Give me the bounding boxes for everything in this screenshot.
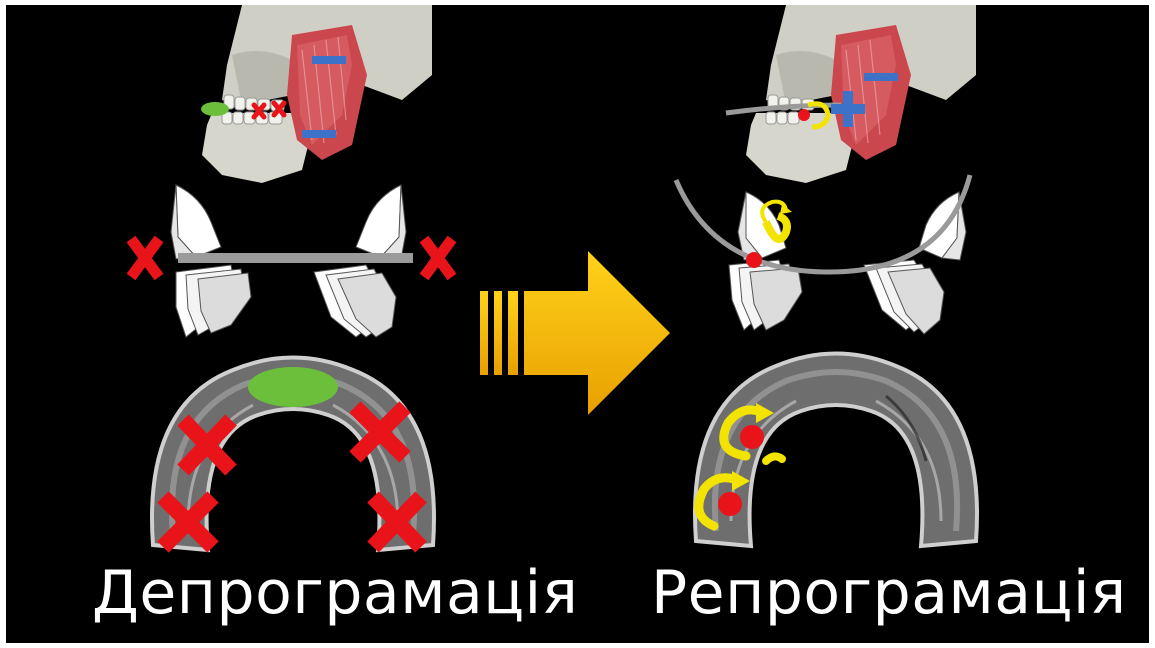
tooth-icon — [356, 185, 406, 259]
tooth-icon — [176, 265, 251, 337]
occlusion-diagram — [116, 177, 456, 337]
tooth-icon — [314, 265, 396, 337]
contact-point — [798, 109, 810, 121]
caption-reprogramming: Репрограмація — [651, 558, 1127, 628]
right-panel: Репрограмація — [586, 5, 1149, 643]
flat-plane-bar — [178, 253, 413, 263]
contact-point — [740, 425, 764, 449]
minus-icon — [864, 73, 898, 81]
tooth-icon — [864, 260, 944, 334]
contact-point — [718, 492, 742, 516]
caption-deprogramming: Депрограмація — [92, 558, 578, 628]
green-stop-icon — [248, 367, 338, 407]
minus-icon — [312, 56, 346, 64]
curved-guide — [676, 175, 970, 272]
slide: Депрограмація — [6, 5, 1149, 643]
skull-jaw-icon — [202, 5, 432, 185]
contact-point — [746, 252, 762, 268]
cross-icon — [131, 239, 159, 277]
green-stop-icon — [201, 102, 229, 116]
skull-jaw-icon — [746, 5, 976, 185]
splint-icon — [143, 345, 443, 565]
splint-icon — [686, 341, 986, 561]
minus-icon — [302, 130, 336, 138]
occlusion-diagram — [674, 170, 1004, 340]
cross-icon — [424, 239, 452, 277]
tooth-icon — [171, 185, 221, 259]
